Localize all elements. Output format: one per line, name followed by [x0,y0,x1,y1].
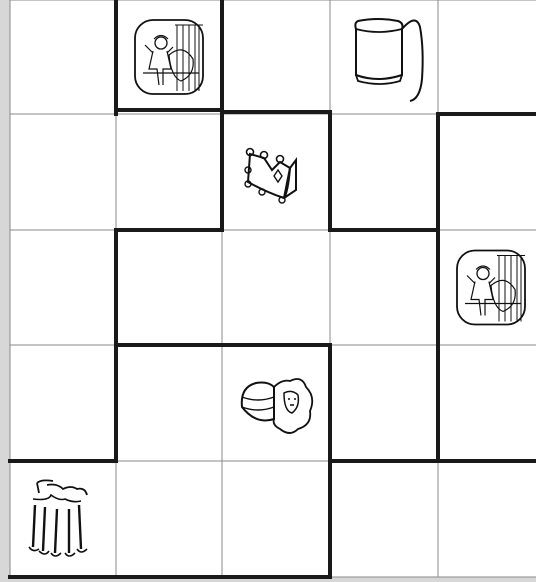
grid-cell-r3-c4[interactable] [330,230,438,345]
grid-cell-r5-c4[interactable] [330,461,438,577]
grid-cell-r5-c1[interactable] [10,461,116,577]
grid-cell-r1-c3[interactable] [222,0,330,114]
grid-cell-r3-c2[interactable] [116,230,222,345]
grid-cell-r2-c2[interactable] [116,114,222,230]
grid-cell-r1-c5[interactable] [438,0,536,114]
grid-cell-r2-c4[interactable] [330,114,438,230]
grid-cell-r5-c5[interactable] [438,461,536,577]
grid-cell-r2-c1[interactable] [10,114,116,230]
grid-cell-r5-c3[interactable] [222,461,330,577]
grid-cell-r3-c1[interactable] [10,230,116,345]
grid-cell-r2-c5[interactable] [438,114,536,230]
grid-cell-r4-c1[interactable] [10,345,116,461]
grid-cell-r4-c4[interactable] [330,345,438,461]
grid-cell-r5-c2[interactable] [116,461,222,577]
grid-cell-r4-c3[interactable] [222,345,330,461]
grid-cell-r3-c3[interactable] [222,230,330,345]
grid-cell-r4-c2[interactable] [116,345,222,461]
grid-cell-r1-c1[interactable] [10,0,116,114]
grid-cell-r4-c5[interactable] [438,345,536,461]
